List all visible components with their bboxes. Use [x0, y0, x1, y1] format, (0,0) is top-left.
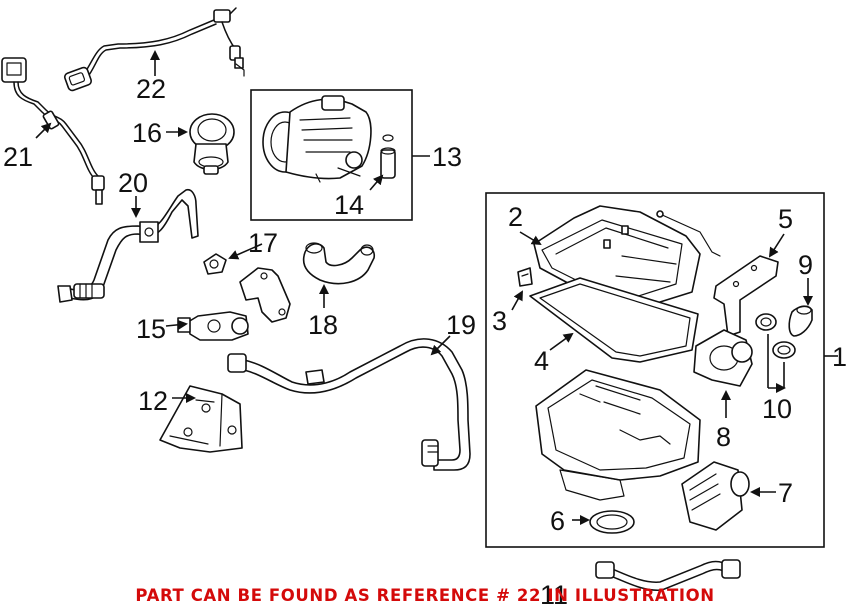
callout-16: 16: [132, 118, 162, 148]
callout-7: 7: [778, 478, 793, 508]
callout-4: 4: [534, 346, 549, 376]
callout-17: 17: [248, 228, 278, 258]
part-4-seal[interactable]: [529, 277, 699, 363]
leader-lines: [35, 50, 838, 525]
part-14-fitting[interactable]: [380, 134, 396, 179]
part-18-hose[interactable]: [302, 242, 376, 285]
reference-note: PART CAN BE FOUND AS REFERENCE # 22 IN I…: [135, 586, 715, 605]
callout-11: 11: [540, 580, 568, 610]
callout-numbers: 22 21 16 20 13 14 17 18 15 19 12 2 3 4 5…: [3, 74, 847, 610]
callout-14: 14: [334, 190, 364, 220]
callout-13: 13: [432, 142, 462, 172]
callout-10: 10: [762, 394, 792, 424]
part-20-air-pipe[interactable]: [57, 188, 199, 303]
callout-22: 22: [136, 74, 166, 104]
part-5-bracket[interactable]: [713, 255, 779, 337]
part-3-clip[interactable]: [517, 267, 533, 287]
part-13-group-box: [250, 89, 413, 221]
part-13-secondary-air-pump[interactable]: [262, 95, 372, 183]
callout-18: 18: [308, 310, 338, 340]
callout-20: 20: [118, 168, 148, 198]
callout-19: 19: [446, 310, 476, 340]
callout-21: 21: [3, 142, 33, 172]
callout-5: 5: [778, 204, 793, 234]
part-8-air-mass-sensor[interactable]: [693, 329, 753, 387]
part-21-oxygen-sensor[interactable]: [1, 57, 105, 205]
part-7-resonator[interactable]: [681, 461, 750, 531]
part-1-group-box: [485, 192, 825, 548]
callout-2: 2: [508, 202, 523, 232]
callout-12: 12: [138, 386, 168, 416]
callout-9: 9: [798, 250, 813, 280]
callout-1: 1: [832, 342, 847, 372]
part-19-air-pipe[interactable]: [227, 338, 471, 471]
callout-3: 3: [492, 306, 507, 336]
part-17-gasket[interactable]: [203, 253, 227, 275]
part-9-hose[interactable]: [788, 305, 813, 337]
callout-15: 15: [136, 314, 166, 344]
callout-8: 8: [716, 422, 731, 452]
part-15-valve-bracket[interactable]: [177, 267, 291, 341]
part-6-seal-ring[interactable]: [589, 510, 635, 534]
air-filter-housing-lower[interactable]: [535, 369, 701, 501]
callout-6: 6: [550, 506, 565, 536]
part-22-oxygen-sensor[interactable]: [63, 7, 245, 92]
part-16-air-check-valve[interactable]: [189, 113, 235, 175]
part-10-clamps[interactable]: [755, 313, 796, 359]
part-12-bracket[interactable]: [159, 385, 243, 453]
part-11-vent-hose[interactable]: [595, 559, 741, 591]
